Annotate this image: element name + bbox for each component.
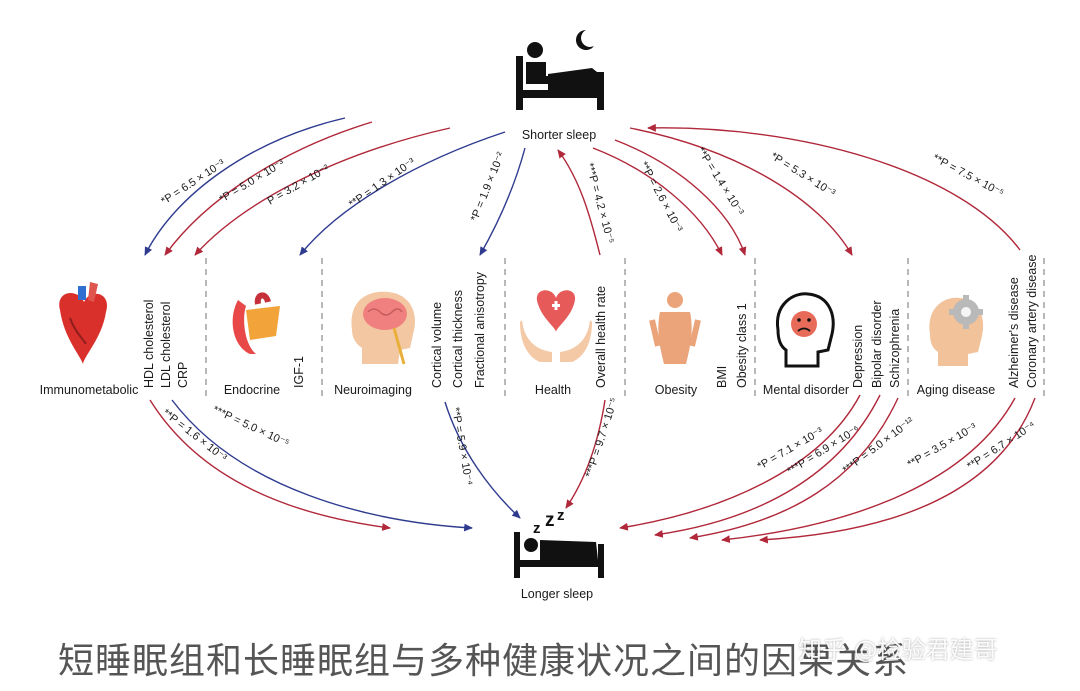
category-dividers (205, 258, 1045, 398)
edge-arrow (629, 127, 853, 256)
p-value-label: **P = 7.5 × 10⁻⁵ (931, 152, 1006, 200)
sleeping-zz-icon: z z z (514, 507, 604, 578)
edge-arrow (194, 127, 451, 256)
trait-label: Cortical thickness (451, 290, 465, 388)
thyroid-icon (232, 292, 280, 354)
bed-moon-icon (516, 30, 604, 110)
trait-label: Alzheimer's disease (1007, 277, 1021, 388)
p-value-label: **P = 5.9 × 10⁻⁴ (449, 406, 475, 486)
trait-label: Depression (851, 325, 865, 388)
edge-arrow (444, 401, 521, 519)
category-label: Immunometabolic (40, 383, 139, 397)
p-value-label: ***P = 4.2 × 10⁻⁵ (583, 162, 616, 245)
p-value-label: ***P = 5.0 × 10⁻¹² (841, 415, 917, 476)
edge-arrow (592, 147, 723, 256)
category-label: Aging disease (917, 383, 996, 397)
edge-arrow (759, 397, 1036, 544)
svg-text:z: z (557, 507, 565, 524)
sad-head-icon (776, 292, 835, 368)
trait-label: IGF-1 (292, 356, 306, 388)
edge-arrow (164, 121, 373, 256)
p-value-label: **P = 2.6 × 10⁻³ (637, 160, 684, 235)
trait-label: Coronary artery disease (1025, 255, 1039, 388)
trait-label: Bipolar disorder (870, 300, 884, 388)
p-value-label: **P = 1.4 × 10⁻³ (694, 145, 746, 218)
trait-label: Schizophrenia (888, 309, 902, 388)
p-value-label: **P = 1.3 × 10⁻³ (347, 156, 418, 211)
trait-label: HDL cholesterol (142, 300, 156, 388)
edge-arrow (721, 397, 1016, 544)
heart-hands-icon (520, 290, 592, 362)
trait-label: CRP (176, 362, 190, 388)
p-value-label: ***P = 5.0 × 10⁻⁵ (211, 404, 291, 450)
edge-arrow (689, 397, 899, 541)
body-icon (649, 292, 701, 364)
p-value-label: ***P = 9.7 × 10⁻⁵ (583, 396, 620, 479)
svg-text:z: z (533, 520, 541, 537)
trait-label: LDL cholesterol (159, 302, 173, 388)
category-label: Obesity (655, 383, 698, 397)
trait-label: Obesity class 1 (735, 303, 749, 388)
sleep-causal-diagram: Shorter sleep z z z Longer sleep (40, 30, 1045, 601)
p-value-label: *P = 5.3 × 10⁻³ (768, 150, 837, 199)
category-label: Endocrine (224, 383, 280, 397)
edge-arrow (654, 394, 881, 538)
edge-arrow (647, 123, 1021, 251)
edge-arrow (171, 399, 473, 532)
category-label: Neuroimaging (334, 383, 412, 397)
trait-label: BMI (715, 366, 729, 388)
category-label: Mental disorder (763, 383, 849, 397)
edge-arrow (149, 399, 391, 531)
svg-text:z: z (545, 510, 555, 531)
gear-head-icon (929, 295, 984, 366)
figure-caption: 短睡眠组和长睡眠组与多种健康状况之间的因果关系 (58, 641, 910, 682)
trait-label: Overall health rate (594, 286, 608, 388)
p-value-label: *P = 6.5 × 10⁻³ (159, 157, 227, 207)
category-label: Health (535, 383, 571, 397)
edge-arrow (614, 139, 747, 256)
edge-arrow (565, 399, 606, 509)
edge-arrow (299, 131, 506, 256)
edge-arrow (144, 117, 346, 256)
watermark: 知乎 @检验君建哥 (798, 636, 998, 664)
shorter-sleep-label: Shorter sleep (522, 128, 596, 142)
trait-label: Fractional anisotropy (473, 271, 487, 388)
longer-sleep-label: Longer sleep (521, 587, 593, 601)
edge-arrow (619, 394, 861, 531)
edge-arrow (557, 149, 601, 256)
brain-head-icon (351, 291, 415, 365)
heart-icon (59, 282, 108, 364)
trait-label: Cortical volume (430, 302, 444, 388)
edge-arrow (479, 147, 526, 256)
